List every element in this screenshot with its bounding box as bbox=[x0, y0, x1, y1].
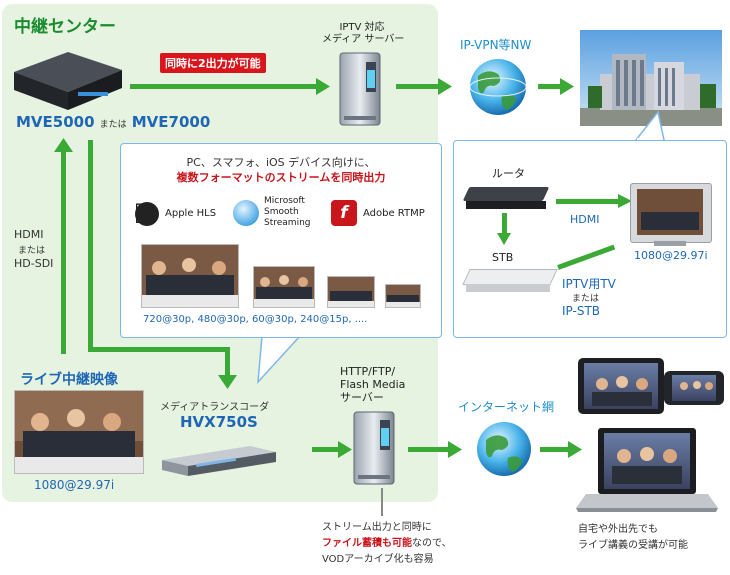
flash-server-line2: Flash Media bbox=[340, 378, 406, 391]
thumb-480p bbox=[253, 266, 315, 308]
smartphone-icon bbox=[664, 371, 724, 405]
arrow-input-to-encoder bbox=[54, 138, 73, 354]
server-note-highlight: ファイル蓄積も可能 bbox=[322, 538, 412, 549]
silverlight-icon bbox=[233, 200, 259, 226]
arrow-vpn-to-campus bbox=[538, 78, 574, 95]
internet-globe-icon bbox=[477, 422, 531, 476]
flash-player-icon: f bbox=[331, 200, 357, 226]
iptv-server-icon bbox=[339, 52, 381, 126]
server-note-line2-rest: なので、 bbox=[412, 538, 452, 549]
iptv-or-label: または bbox=[572, 294, 600, 304]
stb-icon bbox=[462, 269, 558, 285]
encoder-model-a: MVE5000 bbox=[16, 113, 95, 131]
arrow-encoder-to-iptv bbox=[130, 78, 330, 95]
flash-server-line1: HTTP/FTP/ bbox=[340, 365, 396, 378]
laptop-icon bbox=[576, 428, 718, 512]
input-or-label: または bbox=[18, 246, 46, 256]
ms-smooth-line2: Smooth bbox=[264, 207, 299, 217]
ms-smooth-label: Microsoft Smooth Streaming bbox=[264, 196, 310, 229]
thumb-720p bbox=[141, 244, 239, 308]
iptv-server-label: IPTV 対応 メディア サーバー bbox=[322, 22, 405, 46]
arrow-transcoder-to-server bbox=[312, 441, 352, 458]
encoder-model-connector: または bbox=[99, 120, 127, 130]
iptv-tv-label: IPTV用TV bbox=[562, 277, 616, 291]
arrow-server-to-internet bbox=[408, 441, 462, 458]
ipvpn-label: IP-VPN等NW bbox=[460, 38, 532, 52]
arrow-router-to-stb-head bbox=[497, 233, 511, 245]
thumb-240p bbox=[385, 284, 421, 308]
internet-label: インターネット網 bbox=[458, 400, 555, 414]
router-icon-base bbox=[466, 201, 546, 209]
router-label: ルータ bbox=[492, 167, 525, 180]
flash-server-icon bbox=[353, 411, 395, 485]
server-note-line3: VODアーカイブ化も容易 bbox=[322, 554, 434, 565]
ip-stb-label: IP-STB bbox=[562, 304, 601, 318]
ms-smooth-line3: Streaming bbox=[264, 218, 311, 228]
resolution-list: 720@30p, 480@30p, 60@30p, 240@15p, .... bbox=[143, 314, 368, 325]
flash-server-line3: サーバー bbox=[340, 391, 384, 404]
arrow-router-to-tv bbox=[556, 199, 618, 204]
dual-output-badge: 同時に2出力が可能 bbox=[160, 53, 266, 73]
live-feed-title: ライブ中継映像 bbox=[20, 372, 118, 388]
callout-formats-tail bbox=[257, 333, 302, 385]
flash-server-label: HTTP/FTP/ Flash Media サーバー bbox=[340, 365, 405, 404]
thumb-360p bbox=[327, 276, 375, 308]
arrow-iptv-to-vpn bbox=[396, 78, 452, 95]
note-connector-line bbox=[381, 488, 383, 516]
ms-smooth-line1: Microsoft bbox=[264, 196, 305, 206]
transcoder-device-icon bbox=[162, 446, 276, 476]
arrow-router-to-tv-head bbox=[618, 194, 632, 208]
input-hdmi-label: HDMI bbox=[14, 228, 44, 241]
input-hdsdi-label: HD-SDI bbox=[14, 257, 54, 270]
arrow-encoder-to-transcoder bbox=[88, 140, 237, 389]
campus-photo bbox=[580, 30, 722, 126]
client-note-line2: ライブ講義の受講が可能 bbox=[578, 540, 688, 551]
tv-icon bbox=[630, 183, 712, 243]
router-icon bbox=[462, 187, 550, 201]
live-feed-photo bbox=[14, 390, 144, 474]
arrow-internet-to-clients bbox=[540, 441, 582, 458]
callout-formats-line2: 複数フォーマットのストリームを同時出力 bbox=[176, 171, 386, 184]
vpn-globe-icon bbox=[469, 59, 527, 115]
live-feed-resolution: 1080@29.97i bbox=[34, 478, 115, 492]
tv-stand bbox=[654, 241, 686, 246]
apple-hls-label: Apple HLS bbox=[165, 208, 217, 219]
callout-formats-line1: PC、スマフォ、iOS デバイス向けに、 bbox=[186, 156, 376, 169]
tablet-icon bbox=[578, 358, 664, 414]
iptv-server-label-line2: メディア サーバー bbox=[322, 34, 405, 45]
adobe-rtmp-label: Adobe RTMP bbox=[363, 208, 425, 219]
relay-center-title: 中継センター bbox=[14, 17, 116, 37]
encoder-models: MVE5000 または MVE7000 bbox=[16, 112, 210, 131]
callout-receive: ルータ HDMI STB 1080@29.97i IPTV用TV または IP-… bbox=[453, 140, 727, 338]
arrow-router-to-stb bbox=[502, 213, 507, 233]
apple-logo-shape bbox=[135, 202, 159, 226]
client-note-line1: 自宅や外出先でも bbox=[578, 524, 658, 535]
server-note: ストリーム出力と同時に ファイル蓄積も可能なので、 VODアーカイブ化も容易 bbox=[322, 520, 452, 568]
iptv-server-label-line1: IPTV 対応 bbox=[339, 22, 385, 33]
encoder-device-icon bbox=[14, 52, 122, 110]
callout-formats: PC、スマフォ、iOS デバイス向けに、 複数フォーマットのストリームを同時出力… bbox=[120, 143, 442, 338]
transcoder-model: HVX750S bbox=[180, 413, 258, 431]
server-note-line1: ストリーム出力と同時に bbox=[322, 522, 432, 533]
client-note: 自宅や外出先でも ライブ講義の受講が可能 bbox=[578, 522, 688, 554]
arrow-stb-to-tv bbox=[557, 244, 616, 270]
hdmi-link-label: HDMI bbox=[570, 213, 600, 226]
tv-resolution: 1080@29.97i bbox=[634, 249, 708, 262]
encoder-model-b: MVE7000 bbox=[131, 113, 211, 131]
transcoder-label: メディアトランスコーダ bbox=[160, 402, 270, 413]
stb-icon-base bbox=[466, 284, 550, 292]
stb-label: STB bbox=[492, 251, 514, 264]
